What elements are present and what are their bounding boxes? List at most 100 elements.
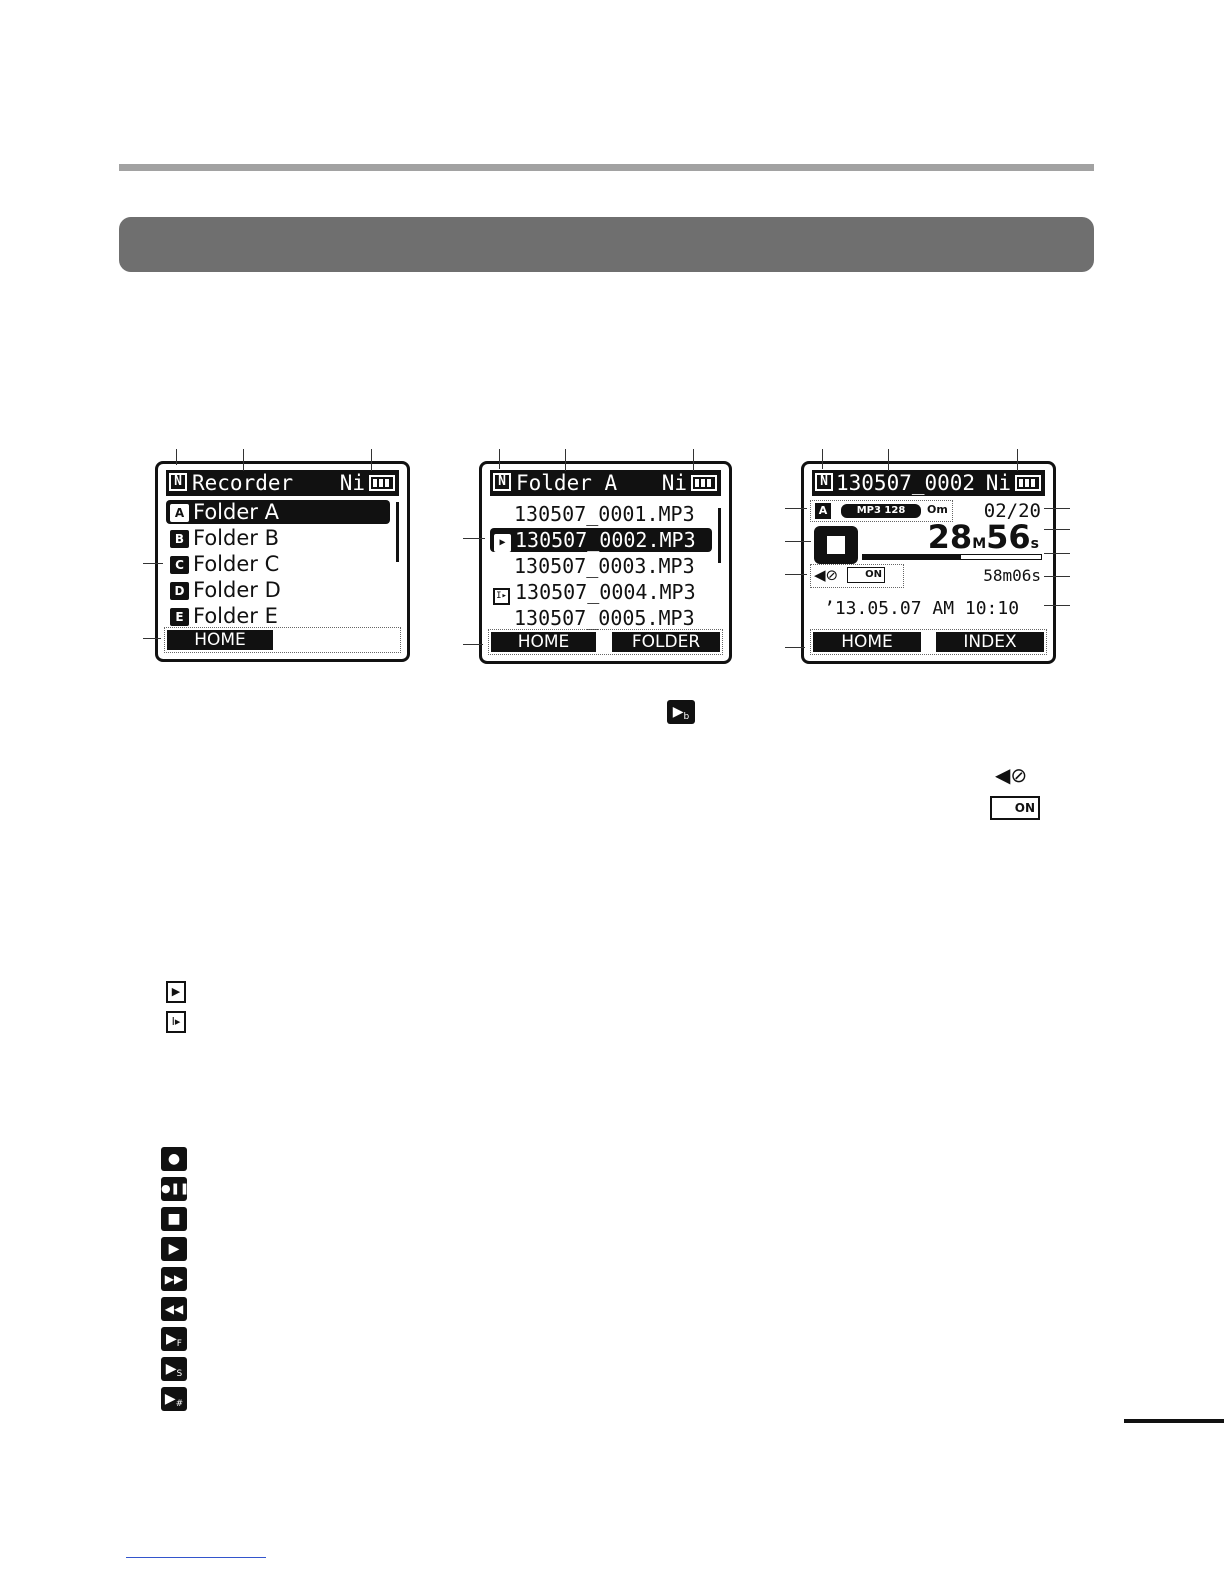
callout-line — [1044, 605, 1070, 606]
record-pause-icon: ●❚❚ — [161, 1177, 189, 1201]
file-title: 130507_0002 — [836, 471, 976, 495]
file-name: 130507_0004.MP3 — [515, 580, 696, 604]
callout-line — [176, 449, 177, 465]
folder-tag-icon: B — [170, 530, 189, 548]
progress-fill — [863, 555, 961, 559]
speaker-mute-icon: ◀⊘ — [995, 763, 1028, 787]
file-item-selected[interactable]: ▶130507_0002.MP3 — [490, 528, 712, 552]
folder-tag-icon: D — [170, 582, 189, 600]
speaker-mute-icon: ◀⊘ — [814, 566, 839, 584]
elapsed-seconds: 56 — [986, 518, 1031, 556]
folder-label: Folder E — [193, 604, 278, 628]
file-item[interactable]: I▸ 130507_0004.MP3 — [490, 580, 696, 605]
battery-type: Ni — [985, 471, 1011, 495]
rec-mode-badge: Om — [927, 503, 948, 516]
screen-title: Recorder — [192, 471, 294, 495]
folder-button[interactable]: FOLDER — [612, 632, 720, 652]
section-header-bar — [119, 217, 1094, 272]
screen-title: Folder A — [516, 471, 618, 495]
callout-line — [785, 508, 807, 509]
scrollbar[interactable] — [718, 508, 721, 563]
internal-memory-icon: N — [815, 473, 833, 491]
callout-line — [143, 638, 161, 639]
play-hash-sub: # — [175, 1399, 184, 1409]
voice-filter-on-icon: ON — [847, 567, 885, 583]
index-mark-icon: I▸ — [493, 588, 510, 605]
folder-label: Folder A — [193, 500, 279, 524]
play-b-icon: ▶b — [667, 700, 695, 724]
voice-filter-on-icon: ON — [990, 796, 1040, 820]
footer-bar: HOME INDEX — [810, 629, 1047, 655]
callout-line — [888, 449, 889, 471]
callout-line — [371, 449, 372, 471]
callout-line — [1044, 576, 1070, 577]
elapsed-minutes: 28 — [927, 518, 973, 556]
link-underline[interactable] — [126, 1557, 266, 1558]
elapsed-time: 28M56s — [928, 518, 1039, 556]
battery-icon — [369, 475, 395, 491]
file-item[interactable]: 130507_0003.MP3 — [514, 554, 695, 578]
file-item[interactable]: 130507_0005.MP3 — [514, 606, 695, 630]
scrollbar[interactable] — [396, 502, 399, 562]
record-icon: ● — [161, 1147, 187, 1171]
home-button[interactable]: HOME — [167, 630, 273, 650]
internal-memory-icon: N — [169, 473, 187, 491]
callout-line — [1044, 529, 1070, 530]
play-slow-icon: ▶S — [161, 1357, 187, 1381]
callout-line — [1044, 553, 1070, 554]
index-mark-icon: I▸ — [166, 1011, 186, 1033]
mute-group: ◀⊘ ON — [810, 564, 904, 588]
callout-line — [1017, 449, 1018, 471]
folder-label: Folder D — [193, 578, 281, 602]
callout-line — [143, 563, 163, 564]
play-hash-icon: ▶# — [161, 1387, 187, 1411]
callout-line — [822, 449, 823, 469]
progress-bar[interactable] — [862, 554, 1042, 560]
home-button[interactable]: HOME — [813, 632, 921, 652]
callout-line — [785, 647, 805, 648]
stop-icon: ■ — [161, 1207, 187, 1231]
play-fast-icon: ▶F — [161, 1327, 187, 1351]
play-mark-icon: ▶ — [166, 981, 186, 1003]
file-item[interactable]: 130507_0001.MP3 — [514, 502, 695, 526]
file-screen: N 130507_0002 Ni A MP3 128 Om 02/20 28M5… — [801, 461, 1056, 664]
on-label: ON — [865, 569, 882, 580]
stop-status-icon — [814, 526, 858, 564]
folder-tag-icon: E — [170, 608, 189, 626]
top-rule — [119, 164, 1094, 171]
format-badge: MP3 128 — [841, 504, 921, 518]
minutes-unit: M — [972, 536, 987, 552]
callout-line — [693, 449, 694, 471]
rewind-icon: ◀◀ — [161, 1297, 187, 1321]
battery-icon — [691, 475, 717, 491]
seconds-unit: s — [1030, 536, 1039, 552]
folder-tag-icon: A — [170, 504, 189, 522]
battery-type: Ni — [661, 471, 687, 495]
play-f-sub: F — [176, 1339, 182, 1349]
remaining-time: 58m06s — [983, 566, 1041, 585]
recorded-timestamp: ’13.05.07 AM 10:10 — [824, 598, 1020, 619]
screen-header: N Folder A Ni — [490, 470, 721, 496]
battery-icon — [1015, 475, 1041, 491]
footer-bar: HOME FOLDER — [488, 629, 723, 655]
footer-bar: HOME — [164, 627, 401, 653]
battery-type: Ni — [339, 471, 365, 495]
folder-tag-icon: C — [170, 556, 189, 574]
callout-line — [1044, 508, 1070, 509]
on-label: ON — [1014, 801, 1035, 815]
callout-line — [499, 449, 500, 469]
callout-line — [463, 538, 485, 539]
home-button[interactable]: HOME — [491, 632, 596, 652]
folder-label: Folder C — [193, 552, 280, 576]
folder-label: Folder B — [193, 526, 279, 550]
folder-tag-icon: A — [815, 503, 831, 519]
index-button[interactable]: INDEX — [936, 632, 1044, 652]
play-s-sub: S — [176, 1369, 183, 1379]
page-edge-rule — [1124, 1419, 1224, 1423]
